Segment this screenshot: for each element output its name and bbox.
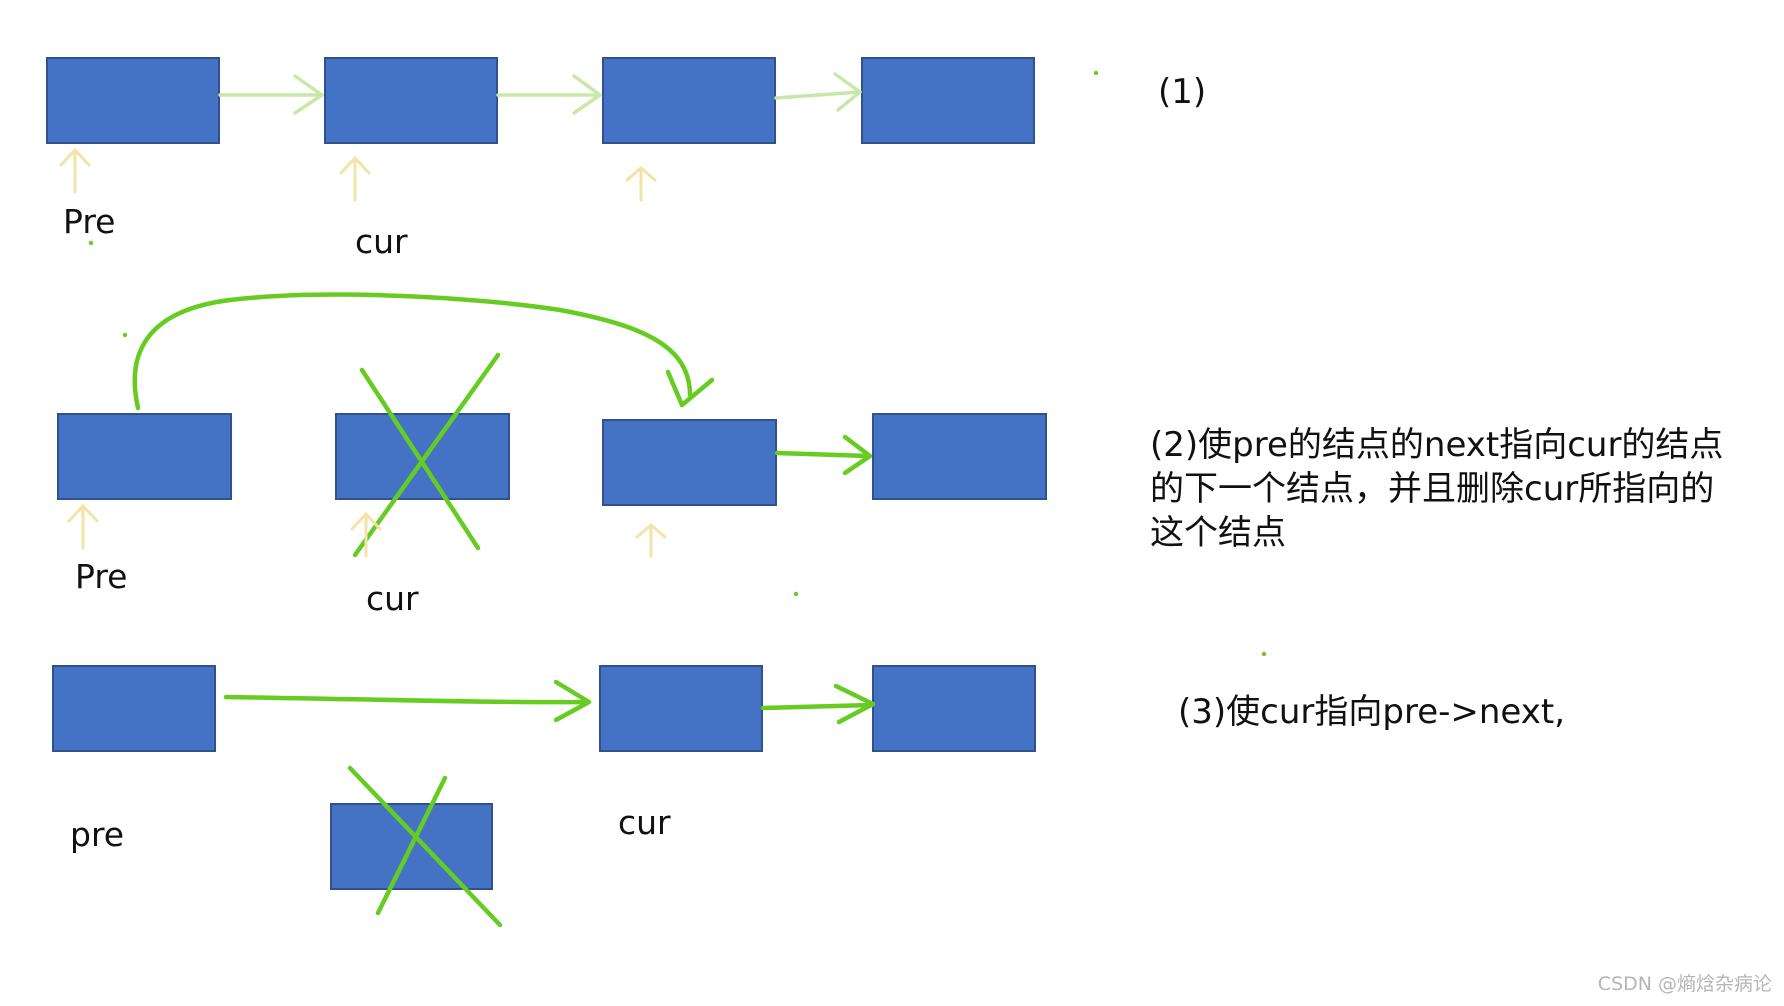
- step2-node-1: [57, 413, 232, 500]
- step3-caption: (3)使cur指向pre->next,: [1178, 692, 1565, 732]
- step3-list: [52, 665, 1036, 928]
- step1-cur-label: cur: [355, 222, 408, 261]
- step3-cur-label: cur: [618, 803, 671, 842]
- step2-deleted-cross: [352, 352, 501, 558]
- step2-pre-label: Pre: [75, 557, 128, 596]
- step3-node-cur: [599, 665, 763, 752]
- step1-link-arrow-3: [774, 72, 862, 112]
- step2-pre-next-curved-arrow: [132, 292, 715, 411]
- step1-third-pointer-arrow: [625, 166, 657, 202]
- step1-pre-label: Pre: [63, 202, 116, 241]
- step2-caption: (2)使pre的结点的next指向cur的结点的下一个结点，并且删除cur所指向…: [1150, 425, 1724, 554]
- step3-deleted-cross: [347, 765, 503, 928]
- step2-node-3: [602, 419, 777, 506]
- step3-pre-next-arrow: [223, 679, 592, 723]
- step2-link-arrow: [774, 434, 873, 476]
- step3-node-pre: [52, 665, 216, 752]
- step3-pre-label: pre: [70, 815, 125, 854]
- stray-dots: [88, 70, 1267, 657]
- step1-list: [46, 57, 1035, 202]
- step2-list: [57, 292, 1047, 558]
- step3-link-arrow: [760, 683, 876, 725]
- step1-cur-pointer-arrow: [339, 156, 371, 202]
- step1-node-1: [46, 57, 220, 144]
- step1-node-4: [861, 57, 1035, 144]
- step2-node-2-deleted: [335, 413, 510, 500]
- step2-node-4: [872, 413, 1047, 500]
- step1-node-2: [324, 57, 498, 144]
- step2-pre-pointer-arrow: [67, 504, 99, 550]
- step2-cur-pointer-arrow: [350, 512, 382, 558]
- step3-node-last: [872, 665, 1036, 752]
- step2-cur-label: cur: [366, 579, 419, 618]
- step1-link-arrow-2: [496, 74, 602, 115]
- step2-third-pointer-arrow: [635, 523, 667, 558]
- step1-node-3: [602, 57, 776, 144]
- watermark: CSDN @熵焓杂病论: [1597, 973, 1772, 995]
- step1-pre-pointer-arrow: [59, 148, 91, 194]
- step1-link-arrow-1: [218, 74, 324, 115]
- step1-caption: (1): [1158, 72, 1207, 112]
